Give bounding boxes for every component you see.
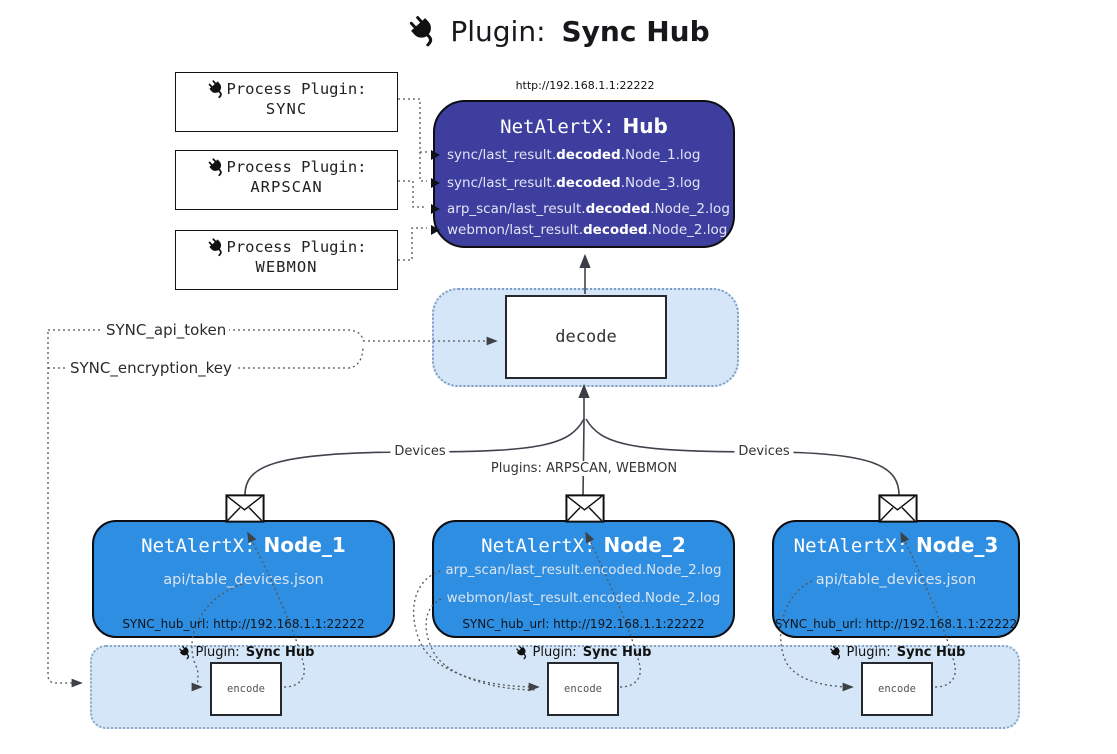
node-file: arp_scan/last_result.encoded.Node_2.log (445, 562, 722, 578)
hub-line-arrow-icon (431, 178, 440, 188)
decode-box: decode (505, 295, 667, 379)
process-plugin-box-sync: Process Plugin: SYNC (175, 72, 398, 132)
link-webmon-plugin-to-hub (398, 227, 427, 261)
encode-box: encode (547, 662, 619, 716)
node-hub-url: SYNC_hub_url: http://192.168.1.1:22222 (774, 617, 1018, 631)
plug-icon (177, 645, 193, 660)
hub-line-arrow-icon (431, 204, 440, 214)
envelope-icon (878, 494, 918, 523)
process-plugin-box-arpscan: Process Plugin: ARPSCAN (175, 150, 398, 210)
plug-icon (514, 645, 530, 660)
hub-box: NetAlertX:Hub sync/last_result.decoded.N… (431, 100, 735, 248)
link-settings-to-encoders (47, 332, 83, 688)
node-file: webmon/last_result.encoded.Node_2.log (446, 590, 721, 606)
diagram-title: Plugin: Sync Hub (0, 14, 1117, 48)
hub-line-arrow-icon (431, 150, 440, 160)
node-title: NetAlertX:Node_1 (141, 533, 346, 557)
encode-box: encode (861, 662, 933, 716)
node-title: NetAlertX:Node_3 (793, 533, 999, 557)
plug-icon (828, 645, 844, 660)
hub-title: NetAlertX:Hub (500, 114, 668, 138)
plug-icon (407, 14, 441, 48)
edge-label-devices-right: Devices (734, 444, 794, 459)
plug-icon (206, 79, 227, 99)
edge-label-devices-left: Devices (390, 444, 450, 459)
edge-label-plugins: Plugins: ARPSCAN, WEBMON (486, 461, 682, 476)
node-title: NetAlertX:Node_2 (481, 533, 686, 557)
hub-file-line: arp_scan/last_result.decoded.Node_2.log (447, 201, 730, 217)
node2-box: NetAlertX:Node_2 arp_scan/last_result.en… (432, 520, 735, 638)
envelope-icon (225, 494, 265, 523)
node-hub-url: SYNC_hub_url: http://192.168.1.1:22222 (462, 617, 705, 631)
encode-box: encode (210, 662, 282, 716)
node3-box: NetAlertX:Node_3 api/table_devices.json … (772, 520, 1020, 638)
process-plugin-box-webmon: Process Plugin: WEBMON (175, 230, 398, 290)
node-file: api/table_devices.json (163, 572, 324, 588)
process-plugin-name: ARPSCAN (250, 178, 323, 196)
encoder-label: Plugin:Sync Hub (176, 645, 316, 660)
process-plugin-name: SYNC (265, 100, 308, 118)
hub-line-arrow-icon (431, 225, 440, 235)
link-arpscan-plugin-to-hub (398, 180, 427, 208)
plug-icon (206, 157, 227, 177)
link-sync-plugin-to-hub (398, 98, 427, 182)
title-name: Sync Hub (561, 14, 710, 48)
sync-api-token-label: SYNC_api_token (103, 321, 230, 339)
hub-file-line: sync/last_result.decoded.Node_3.log (447, 175, 701, 191)
hub-file-line: sync/last_result.decoded.Node_1.log (447, 147, 701, 163)
sync-encryption-key-label: SYNC_encryption_key (67, 359, 235, 377)
edge-node2-to-decode (582, 420, 585, 498)
encoder-label: Plugin:Sync Hub (827, 645, 967, 660)
hub-url-label: http://192.168.1.1:22222 (515, 79, 655, 92)
process-plugin-name: WEBMON (255, 258, 318, 276)
envelope-icon (565, 494, 605, 523)
node-hub-url: SYNC_hub_url: http://192.168.1.1:22222 (122, 617, 365, 631)
node-file: api/table_devices.json (815, 572, 977, 588)
plug-icon (206, 237, 227, 257)
hub-file-line: webmon/last_result.decoded.Node_2.log (447, 222, 728, 238)
encoder-label: Plugin:Sync Hub (513, 645, 653, 660)
title-label: Plugin: (450, 14, 546, 48)
node1-box: NetAlertX:Node_1 api/table_devices.json … (92, 520, 395, 638)
